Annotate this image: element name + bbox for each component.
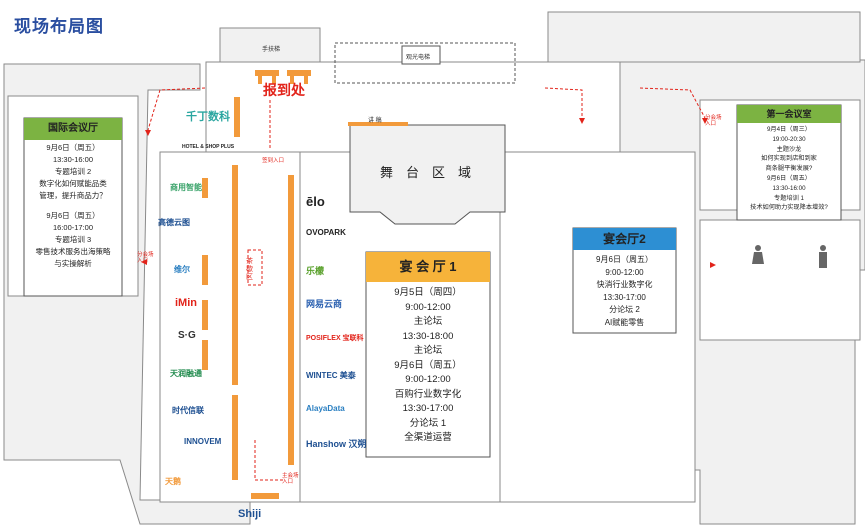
exhibitor-logo: iMin (175, 297, 197, 309)
intl-hall-sessions: 9月6日（周五） 13:30-16:00 专题培训 2 数字化如何赋能品类 管理… (24, 142, 122, 270)
session-line: 商条腿平衡发展? (765, 165, 813, 173)
session-line: 全渠道运营 (404, 432, 452, 443)
exhibitor-logo: OVOPARK (306, 228, 346, 237)
hall2-sessions: 9月6日（周五） 9:00-12:00 快消行业数字化 13:30-17:00 … (573, 254, 676, 329)
meeting1-title: 第一会议室 (766, 109, 812, 119)
session-line: 百购行业数字化 (394, 388, 462, 400)
stage-shape (349, 124, 506, 225)
page-title: 现场布局图 (14, 17, 104, 36)
bottom-entry-label: 主会场入口 (282, 473, 299, 485)
session-line: 9:00-12:00 (405, 301, 451, 313)
session-line: 9月6日（周五） (596, 255, 653, 264)
flow-arrows (147, 87, 706, 481)
exhibitor-logo: POSIFLEX 宝联科 (306, 335, 364, 342)
session-line: AI赋能零售 (604, 317, 645, 327)
meeting1-sessions: 9月4日（周三） 19:00-20:30 主题沙龙 如何实现到店和到家 商条腿平… (737, 125, 841, 213)
viewlift-box (401, 45, 441, 65)
session-line: 主题沙龙 (776, 145, 802, 153)
exhibitor-logo: Hanshow 汉朔 (306, 439, 367, 449)
session-line: 9月6日（周五） (46, 143, 100, 152)
signin-label: 报到处 (263, 82, 305, 98)
left-aisle (159, 151, 301, 503)
session-line: 分论坛 2 (609, 305, 640, 314)
session-line: 快消行业数字化 (596, 280, 653, 289)
hall2-title: 宴会厅2 (603, 232, 646, 246)
exhibitor-logo: 高德云图 (158, 218, 190, 227)
session-line: 管理，提升商品力？ (39, 191, 107, 200)
session-line: 专题培训 3 (54, 235, 92, 244)
exhibitor-logo: S·G (178, 330, 196, 341)
exhibitor-logo: ēlo (306, 194, 325, 209)
session-line: 9月4日（周三） (766, 126, 811, 133)
viewlift-zone (334, 42, 516, 84)
session-line: 19:00-20:30 (772, 135, 806, 143)
session-line: 9月6日（周五） (46, 211, 100, 220)
restroom (699, 219, 861, 341)
exhibitor-logo: 千丁数科 (186, 111, 230, 123)
signin-desks (255, 70, 311, 84)
intl-hall-head (24, 118, 122, 140)
podium-label: 讲 稿 (368, 118, 382, 124)
exhibitor-logo: Shiji (238, 508, 262, 520)
exhibitor-logo: 商用智能 (170, 183, 202, 192)
booth-bars-left (202, 97, 294, 499)
hall1-head (366, 252, 490, 282)
session-line: 零售技术服务出海策略 (35, 247, 111, 256)
tea-break-label: 茶歇区 (246, 258, 253, 281)
exhibitor-logo: INNOVEM (184, 437, 222, 446)
exhibitor-logo: 网易云商 (306, 299, 343, 309)
stage-label: 舞台区域 (380, 165, 485, 180)
session-line: 9:00-12:00 (405, 374, 451, 385)
exhibitor-logo: 时代信联 (172, 406, 204, 415)
session-line: 13:30-17:00 (603, 292, 646, 302)
viewlift-label: 观光电梯 (406, 55, 431, 61)
session-line: 与实操解析 (54, 259, 92, 268)
session-line: 9月5日（周四） (394, 287, 462, 298)
podium-bar (348, 122, 408, 126)
session-line: 专题培训 1 (774, 194, 804, 202)
session-line: 专题培训 2 (54, 167, 92, 176)
session-line: 9月6日（周五） (766, 174, 811, 182)
hall1-box (365, 251, 491, 458)
intl-hall-box (23, 117, 123, 297)
session-line: 主论坛 (413, 316, 443, 327)
left-entry-label: 分会场入口 (137, 252, 154, 264)
session-line: 技术如何助力实现降本增效? (750, 204, 828, 212)
signin-entry-label: 签到入口 (262, 158, 285, 164)
session-line: 如何实现到店和到家 (761, 155, 817, 163)
session-line: 9月6日（周五） (394, 359, 462, 371)
hall2-head (573, 228, 676, 250)
exhibitor-logo: 乐檬 (306, 266, 325, 276)
exhibitor-logo: 维尔 (174, 265, 190, 274)
intl-hall-title: 国际会议厅 (48, 123, 98, 134)
right-entry-label: 分会场入口 (705, 115, 722, 127)
restroom-icons (752, 245, 827, 268)
session-line: 13:30-18:00 (402, 330, 454, 342)
hall1-sessions: 9月5日（周四） 9:00-12:00 主论坛 13:30-18:00 主论坛 … (366, 286, 490, 446)
meeting1-box (736, 104, 842, 221)
session-line: 9:00-12:00 (605, 267, 644, 277)
exhibitor-logo: AlayaData (306, 404, 345, 413)
session-line: 主论坛 (413, 345, 443, 356)
session-line: 13:30-16:00 (52, 155, 94, 164)
meeting1-head (737, 105, 841, 123)
session-line: 13:30-16:00 (772, 184, 806, 192)
north-east-block (547, 11, 861, 63)
session-line: 分论坛 1 (409, 417, 447, 429)
lift-block (219, 27, 321, 63)
hall1-title: 宴 会 厅 1 (399, 259, 457, 274)
exhibitor-logo: HOTEL & SHOP PLUS (182, 144, 235, 150)
session-line: 数字化如何赋能品类 (39, 179, 107, 188)
exhibitor-logo: 天鹅 (165, 477, 181, 486)
exhibitor-logo: 天润融通 (170, 369, 202, 378)
exhibitor-logo: WINTEC 美泰 (306, 371, 356, 380)
lift-label: 手扶梯 (262, 47, 281, 53)
arrow-heads (141, 118, 716, 268)
session-line: 13:30-17:00 (402, 403, 454, 414)
session-line: 16:00-17:00 (52, 223, 94, 232)
